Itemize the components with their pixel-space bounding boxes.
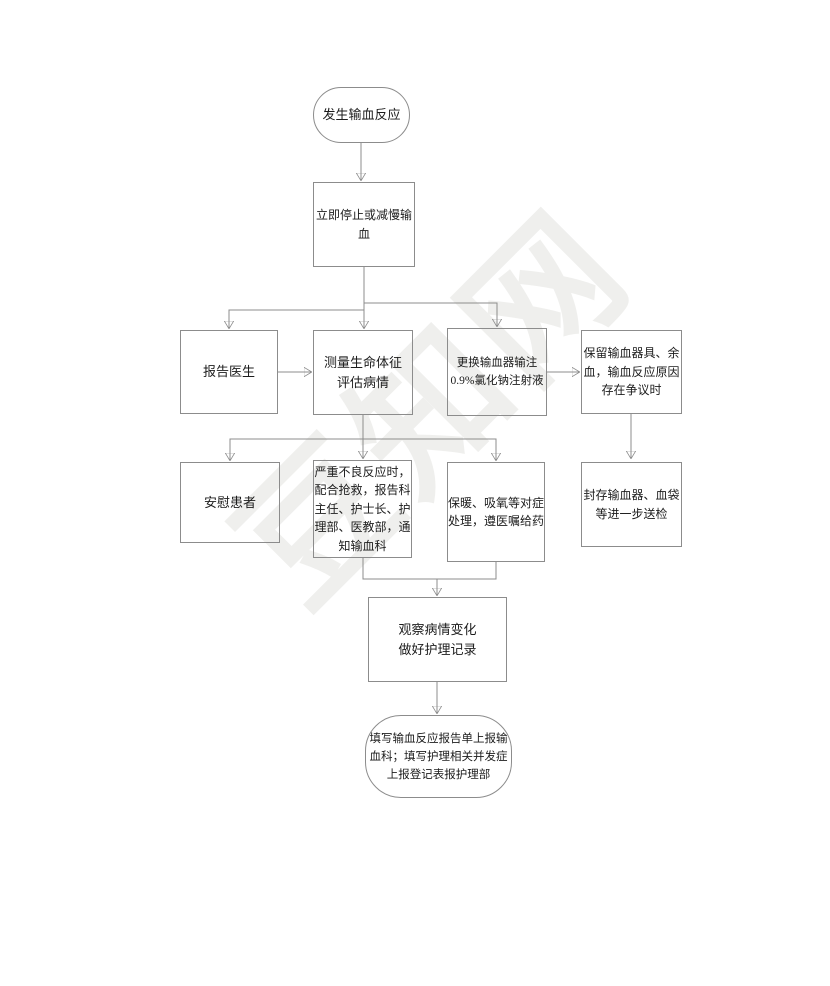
edge-merge-line — [362, 558, 497, 580]
node-symptomatic-care: 保暖、吸氧等对症 处理，遵医嘱给药 — [447, 462, 545, 562]
node-severe-reaction-label: 严重不良反应时， 配合抢救，报告科 主任、护士长、护 理部、医教部，通 知输血科 — [314, 464, 411, 553]
edge-stop-report — [229, 309, 364, 328]
node-measure-vitals-label: 测量生命体征 评估病情 — [323, 354, 402, 390]
node-report-doctor-label: 报告医生 — [202, 364, 255, 379]
node-measure-vitals: 测量生命体征 评估病情 — [313, 330, 413, 415]
edge-stop-replace — [364, 302, 497, 326]
node-replace-device: 更换输血器输注 0.9%氯化钠注射液 — [447, 328, 547, 416]
node-start: 发生输血反应 — [313, 87, 410, 143]
node-symptomatic-care-label: 保暖、吸氧等对症 处理，遵医嘱给药 — [448, 495, 545, 529]
node-start-label: 发生输血反应 — [322, 107, 401, 122]
node-replace-device-label: 更换输血器输注 0.9%氯化钠注射液 — [450, 357, 544, 387]
node-stop-transfusion-label: 立即停止或减慢输 血 — [315, 208, 412, 241]
node-end: 填写输血反应报告单上报输 血科；填写护理相关并发症 上报登记表报护理部 — [365, 715, 512, 798]
node-stop-transfusion: 立即停止或减慢输 血 — [313, 182, 415, 267]
node-comfort-patient: 安慰患者 — [180, 462, 280, 543]
node-observe-record: 观察病情变化 做好护理记录 — [368, 597, 507, 682]
node-end-label: 填写输血反应报告单上报输 血科；填写护理相关并发症 上报登记表报护理部 — [369, 732, 508, 781]
node-retain-equipment: 保留输血器具、余 血，输血反应原因 存在争议时 — [581, 330, 682, 414]
node-observe-record-label: 观察病情变化 做好护理记录 — [398, 621, 477, 657]
edge-measure-symptomatic — [363, 438, 496, 460]
node-comfort-patient-label: 安慰患者 — [203, 494, 256, 510]
node-severe-reaction: 严重不良反应时， 配合抢救，报告科 主任、护士长、护 理部、医教部，通 知输血科 — [313, 460, 412, 558]
node-report-doctor: 报告医生 — [180, 330, 278, 414]
node-retain-equipment-label: 保留输血器具、余 血，输血反应原因 存在争议时 — [583, 346, 680, 398]
node-seal-equipment: 封存输血器、血袋 等进一步送检 — [581, 462, 682, 547]
edge-measure-comfort — [230, 438, 363, 460]
node-seal-equipment-label: 封存输血器、血袋 等进一步送检 — [583, 488, 680, 521]
